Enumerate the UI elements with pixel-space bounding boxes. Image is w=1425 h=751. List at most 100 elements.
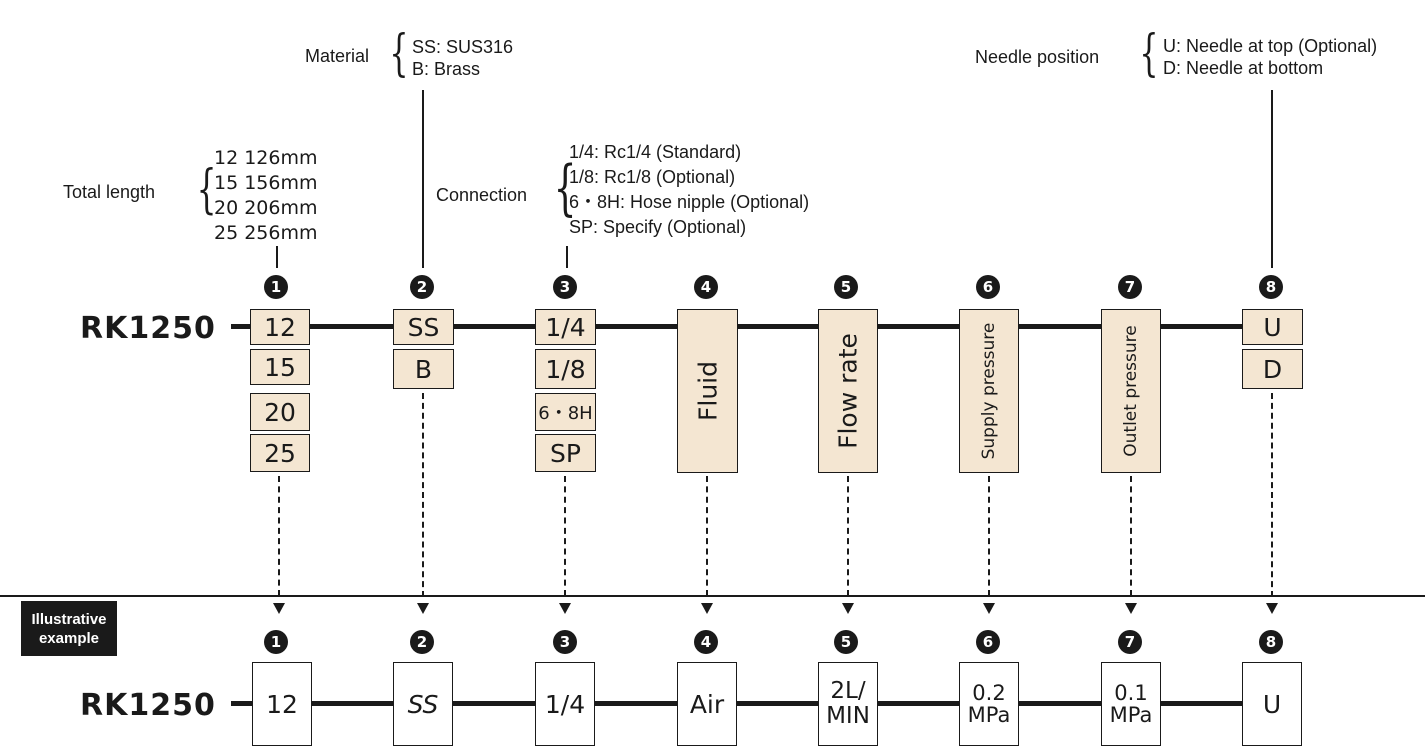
arrow-down-2 xyxy=(417,603,429,614)
model-connector-line xyxy=(231,324,1246,329)
total-length-option-20: 20 206mm xyxy=(214,197,318,219)
leader-line-8 xyxy=(1271,90,1273,268)
illustrative-example-label: Illustrative example xyxy=(21,601,117,656)
total-length-option-25: 25 256mm xyxy=(214,222,318,244)
dashed-connector-2 xyxy=(422,393,424,597)
total-length-option-15: 15 156mm xyxy=(214,172,318,194)
length-option-20: 20 xyxy=(250,393,310,431)
badge-5: 5 xyxy=(834,275,858,299)
connection-option-box-1-4: 1/4 xyxy=(535,309,596,345)
dashed-connector-4 xyxy=(706,476,708,596)
material-option-box-b: B xyxy=(393,349,454,389)
material-label: Material xyxy=(305,46,370,66)
example-connector-line xyxy=(231,701,1246,706)
dashed-connector-8 xyxy=(1271,393,1273,597)
example-badge-6: 6 xyxy=(976,630,1000,654)
supply-pressure-box: Supply pressure xyxy=(959,309,1019,473)
badge-6: 6 xyxy=(976,275,1000,299)
length-option-25: 25 xyxy=(250,434,310,472)
outlet-pressure-box: Outlet pressure xyxy=(1101,309,1161,473)
dashed-connector-5 xyxy=(847,476,849,596)
fluid-box: Fluid xyxy=(677,309,738,473)
dashed-connector-1 xyxy=(278,476,280,596)
connection-option-1-4: 1/4: Rc1/4 (Standard) xyxy=(569,142,742,162)
arrow-down-8 xyxy=(1266,603,1278,614)
example-supply-pressure: 0.2 MPa xyxy=(959,662,1019,746)
example-supply-pressure-value: 0.2 xyxy=(972,681,1006,705)
example-supply-pressure-unit: MPa xyxy=(967,703,1011,727)
example-outlet-pressure-unit: MPa xyxy=(1109,703,1153,727)
example-flow-rate: 2L/ MIN xyxy=(818,662,878,746)
example-length: 12 xyxy=(252,662,312,746)
length-option-12: 12 xyxy=(250,309,310,345)
badge-1: 1 xyxy=(264,275,288,299)
material-option-ss: SS: SUS316 xyxy=(412,37,514,57)
example-label-line2: example xyxy=(38,629,100,647)
example-label-line1: Illustrative xyxy=(31,610,107,628)
needle-option-box-d: D xyxy=(1242,349,1303,389)
needle-option-box-u: U xyxy=(1242,309,1303,345)
arrow-down-4 xyxy=(701,603,713,614)
needle-position-options: U: Needle at top (Optional) D: Needle at… xyxy=(1163,35,1377,79)
example-badge-2: 2 xyxy=(410,630,434,654)
flow-rate-label: Flow rate xyxy=(833,333,863,449)
example-model-code: RK1250 xyxy=(80,688,216,723)
arrow-down-3 xyxy=(559,603,571,614)
needle-position-label: Needle position xyxy=(975,47,1100,67)
connection-options: 1/4: Rc1/4 (Standard) 1/8: Rc1/8 (Option… xyxy=(569,140,809,240)
example-material: SS xyxy=(393,662,453,746)
example-outlet-pressure-value: 0.1 xyxy=(1114,681,1148,705)
badge-8: 8 xyxy=(1259,275,1283,299)
connection-option-sp: SP: Specify (Optional) xyxy=(569,217,747,237)
example-outlet-pressure: 0.1 MPa xyxy=(1101,662,1161,746)
connection-option-1-8: 1/8: Rc1/8 (Optional) xyxy=(569,167,736,187)
leader-line-1 xyxy=(276,246,278,268)
badge-3: 3 xyxy=(553,275,577,299)
connection-label: Connection xyxy=(436,185,528,205)
total-length-brace: { xyxy=(196,160,217,220)
example-badge-1: 1 xyxy=(264,630,288,654)
example-fluid: Air xyxy=(677,662,737,746)
outlet-pressure-label: Outlet pressure xyxy=(1121,325,1141,457)
example-badge-5: 5 xyxy=(834,630,858,654)
needle-option-d: D: Needle at bottom xyxy=(1163,58,1324,78)
supply-pressure-label: Supply pressure xyxy=(979,322,999,460)
connection-option-6-8h: 6・8H: Hose nipple (Optional) xyxy=(569,192,810,212)
dashed-connector-3 xyxy=(564,476,566,596)
connection-option-box-sp: SP xyxy=(535,434,596,472)
connection-brace: { xyxy=(553,153,577,223)
section-divider xyxy=(0,595,1425,597)
example-badge-7: 7 xyxy=(1118,630,1142,654)
example-badge-4: 4 xyxy=(694,630,718,654)
leader-line-2 xyxy=(422,90,424,268)
material-option-b: B: Brass xyxy=(412,59,481,79)
needle-position-brace: { xyxy=(1139,24,1159,82)
total-length-option-12: 12 126mm xyxy=(214,147,318,169)
example-connection: 1/4 xyxy=(535,662,595,746)
needle-option-u: U: Needle at top (Optional) xyxy=(1163,36,1378,56)
example-flow-rate-unit: MIN xyxy=(826,703,870,729)
dashed-connector-7 xyxy=(1130,476,1132,596)
leader-line-3 xyxy=(566,246,568,268)
dashed-connector-6 xyxy=(988,476,990,596)
model-code: RK1250 xyxy=(80,311,216,346)
length-option-15: 15 xyxy=(250,349,310,385)
arrow-down-7 xyxy=(1125,603,1137,614)
example-badge-8: 8 xyxy=(1259,630,1283,654)
arrow-down-6 xyxy=(983,603,995,614)
badge-7: 7 xyxy=(1118,275,1142,299)
total-length-label: Total length xyxy=(63,182,156,202)
connection-option-box-1-8: 1/8 xyxy=(535,349,596,389)
fluid-label: Fluid xyxy=(693,361,722,421)
material-option-box-ss: SS xyxy=(393,309,454,345)
material-options: SS: SUS316 B: Brass xyxy=(412,36,513,80)
badge-2: 2 xyxy=(410,275,434,299)
connection-option-box-6-8h: 6・8H xyxy=(535,393,596,431)
example-badge-3: 3 xyxy=(553,630,577,654)
arrow-down-1 xyxy=(273,603,285,614)
total-length-options: 12 126mm 15 156mm 20 206mm 25 256mm xyxy=(214,146,318,246)
flow-rate-box: Flow rate xyxy=(818,309,878,473)
example-needle: U xyxy=(1242,662,1302,746)
material-brace: { xyxy=(389,24,409,82)
example-flow-rate-value: 2L/ xyxy=(830,678,866,704)
